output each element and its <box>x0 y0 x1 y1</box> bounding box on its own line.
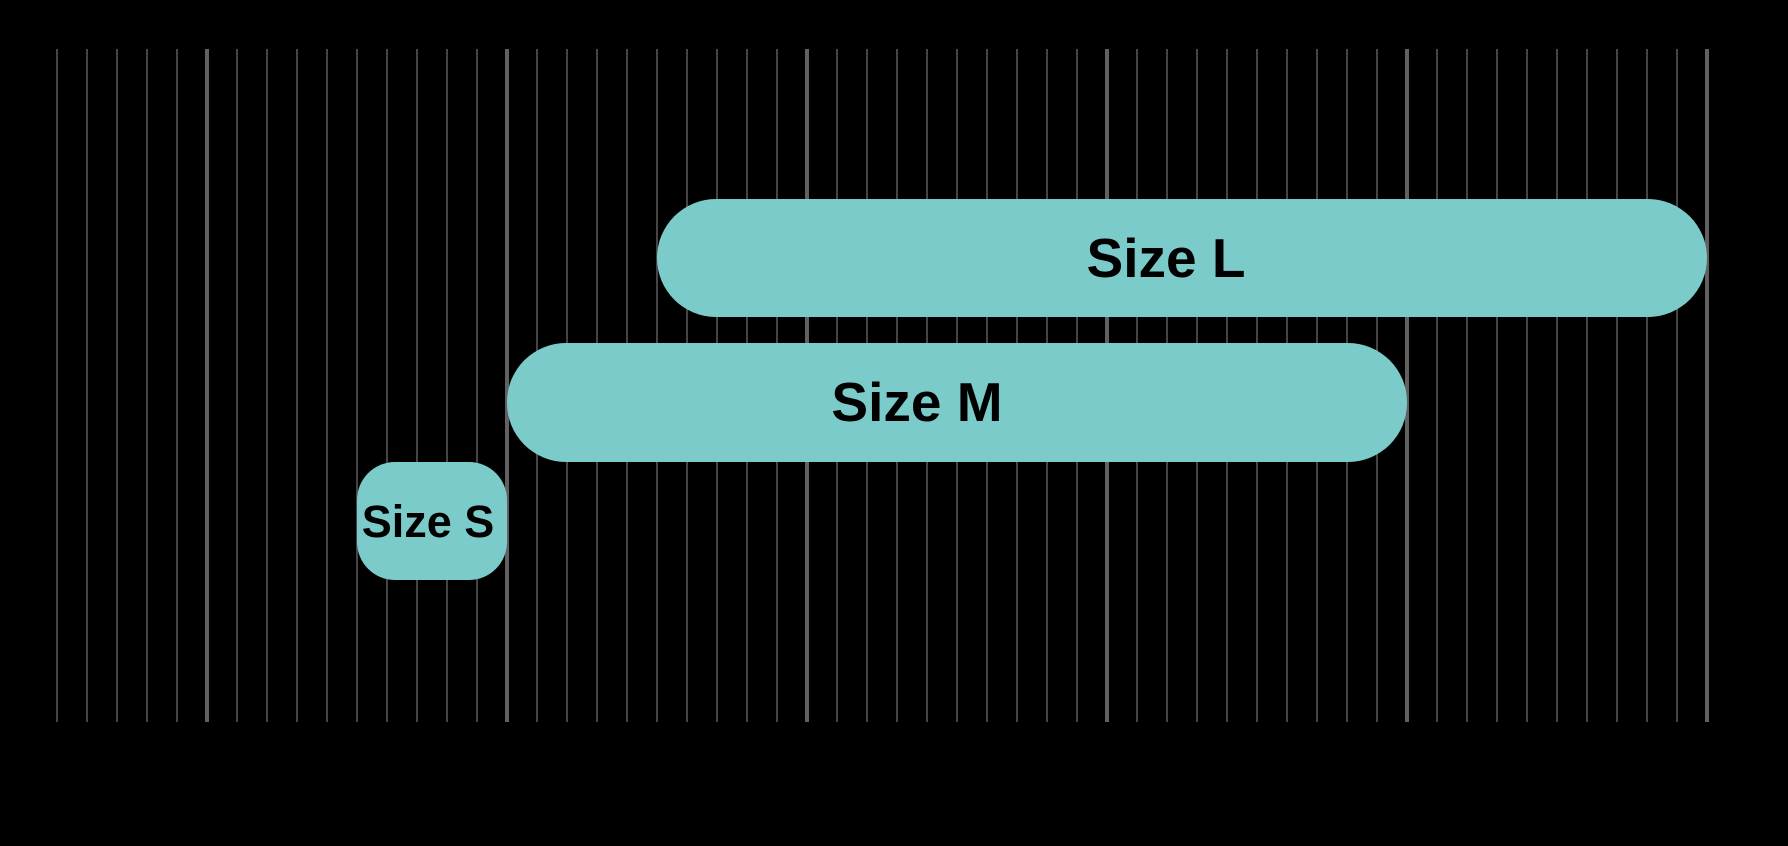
bar-size-s: Size S <box>357 462 507 580</box>
minor-gridline <box>296 49 298 722</box>
minor-gridline <box>1586 49 1588 722</box>
minor-gridline <box>1676 49 1678 722</box>
minor-gridline <box>146 49 148 722</box>
minor-gridline <box>326 49 328 722</box>
minor-gridline <box>236 49 238 722</box>
minor-gridline <box>356 49 358 722</box>
minor-gridline <box>266 49 268 722</box>
minor-gridline <box>86 49 88 722</box>
minor-gridline <box>1616 49 1618 722</box>
minor-gridline <box>1526 49 1528 722</box>
bar-label: Size M <box>831 371 1003 433</box>
bar-label: Size L <box>1086 226 1246 289</box>
minor-gridline <box>1436 49 1438 722</box>
minor-gridline <box>56 49 58 722</box>
major-gridline <box>505 49 509 722</box>
minor-gridline <box>116 49 118 722</box>
minor-gridline <box>416 49 418 722</box>
minor-gridline <box>1466 49 1468 722</box>
bar-size-m: Size M <box>507 343 1407 462</box>
bar-size-l: Size L <box>657 199 1707 317</box>
minor-gridline <box>1646 49 1648 722</box>
minor-gridline <box>386 49 388 722</box>
major-gridline <box>205 49 209 722</box>
minor-gridline <box>476 49 478 722</box>
minor-gridline <box>446 49 448 722</box>
minor-gridline <box>1556 49 1558 722</box>
major-gridline <box>1705 49 1709 722</box>
bar-label: Size S <box>361 495 495 547</box>
major-gridline <box>1405 49 1409 722</box>
minor-gridline <box>176 49 178 722</box>
minor-gridline <box>1496 49 1498 722</box>
